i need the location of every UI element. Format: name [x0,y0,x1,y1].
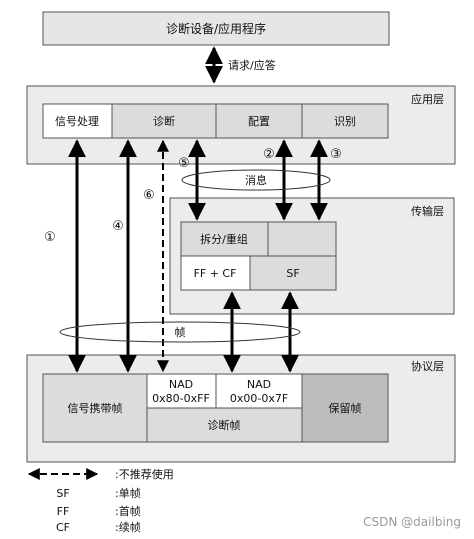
top-box [42,11,390,46]
legend-key: CF [56,521,70,534]
legend-desc: :首帧 [115,504,141,518]
app-cell-label: 诊断 [153,114,175,128]
legend-key: SF [56,487,69,500]
app-cell-identification [301,103,389,139]
ff-cf-label: FF + CF [194,267,237,280]
legend-desc: :单帧 [115,486,141,500]
message-ellipse [181,169,331,191]
frame-label: 帧 [175,325,186,339]
marker-3: ③ [330,147,342,162]
nad-high-label: NAD [169,378,193,391]
legend-key: FF [57,505,70,518]
watermark: CSDN @dailbing [363,515,461,529]
protocol-layer-title: 协议层 [411,359,444,373]
app-cell-label: 识别 [334,115,356,128]
split-regroup-label: 拆分/重组 [200,232,248,246]
legend-dashed-label: :不推荐使用 [115,467,174,481]
top-box-label: 诊断设备/应用程序 [166,21,266,36]
nad-low-label: NAD [247,378,271,391]
ff-cf-box [180,255,251,291]
nad-low-box [215,373,303,409]
frame-ellipse [59,321,301,343]
legend-desc: :续帧 [115,520,141,534]
app-cell-signal-processing [42,103,113,139]
sf-label: SF [286,267,299,280]
request-response-label: 请求/应答 [228,58,276,72]
message-label: 消息 [245,173,267,187]
sf-box [249,255,337,291]
transport-layer-title: 传输层 [411,204,444,218]
nad-high-box [146,373,217,409]
marker-6: ⑥ [143,188,155,203]
marker-4: ④ [112,219,124,234]
reserved-frame-box [301,373,389,443]
signal-frame-label: 信号携带帧 [68,401,123,415]
marker-2: ② [263,147,275,162]
marker-1: ① [44,230,56,245]
reserved-frame-label: 保留帧 [329,401,362,415]
nad-low-range: 0x00-0x7F [230,392,288,405]
diag-frame-label: 诊断帧 [208,418,241,432]
signal-frame-box [42,373,148,443]
application-layer-title: 应用层 [411,92,444,106]
nad-high-range: 0x80-0xFF [152,392,210,405]
app-cell-label: 信号处理 [55,115,99,128]
marker-5: ⑤ [178,156,190,171]
diag-frame-box [146,407,303,443]
split-regroup-box [180,221,269,257]
app-cell-label: 配置 [248,115,270,128]
